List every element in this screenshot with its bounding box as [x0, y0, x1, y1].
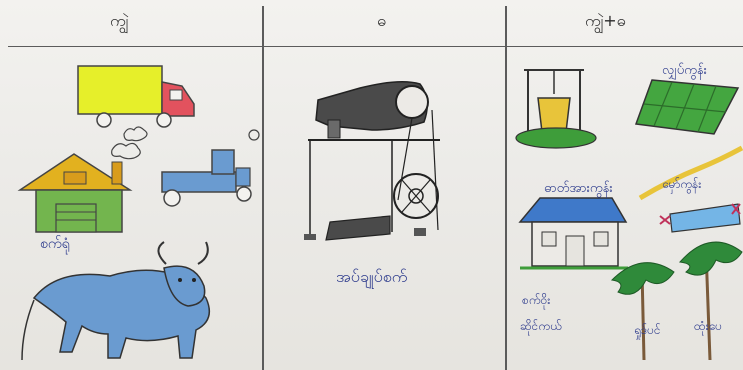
well-icon — [516, 70, 596, 148]
pipe-caption: မှော်ကွန်း — [662, 176, 701, 194]
house-caption: ဆိုင်ကယ် — [520, 318, 562, 336]
palm-left-caption: ရှုဒ်ပင် — [634, 322, 661, 340]
solar-panel-caption: လျှပ်ကွန်း — [662, 62, 707, 81]
village-caption: စက်ဝိုး — [522, 292, 550, 310]
palm-right-caption: ထုံးပေ — [694, 318, 722, 336]
house-icon — [520, 198, 628, 268]
water-well-caption: ဓာတ်အားကွန်း — [544, 180, 613, 199]
palm-tree-icon — [612, 242, 742, 360]
solar-panel-icon — [636, 80, 738, 134]
